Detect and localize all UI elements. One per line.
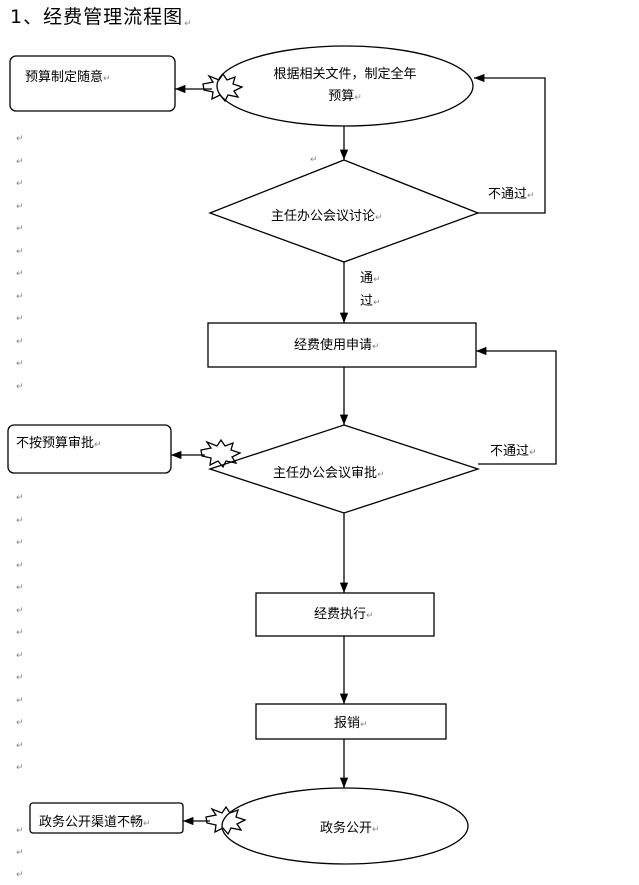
paragraph-mark: ↵: [16, 826, 24, 836]
edge-pass-label: 通↵过↵: [360, 271, 381, 309]
paragraph-mark: ↵: [16, 224, 24, 234]
paragraph-mark: ↵: [16, 202, 24, 212]
paragraph-mark: ↵: [16, 292, 24, 302]
paragraph-mark: ↵: [16, 583, 24, 593]
paragraph-mark: ↵: [16, 493, 24, 503]
risk-box-1: [9, 55, 176, 112]
paragraph-mark: ↵: [16, 359, 24, 369]
risk-3-label: 政务公开渠道不畅↵: [39, 815, 151, 830]
paragraph-mark: ↵: [16, 269, 24, 279]
start-ellipse: [216, 45, 474, 127]
paragraph-mark: ↵: [16, 696, 24, 706]
node-disclose-label: 政务公开↵: [320, 821, 380, 836]
arrow-reject-2: [476, 346, 557, 465]
burst-icon-2: [200, 438, 242, 469]
paragraph-mark: ↵: [16, 848, 24, 858]
paragraph-mark: ↵: [16, 651, 24, 661]
paragraph-mark: ↵: [16, 516, 24, 526]
node-review-label: 主任办公会议讨论↵: [271, 209, 383, 224]
paragraph-mark: ↵: [16, 157, 24, 167]
paragraph-mark: ↵: [16, 382, 24, 392]
arrow-reject-1: [474, 73, 546, 214]
paragraph-mark: ↵: [16, 314, 24, 324]
paragraph-mark: ↵: [16, 606, 24, 616]
paragraph-mark: ↵: [16, 628, 24, 638]
paragraph-mark: ↵: [16, 179, 24, 189]
execute-box: [255, 592, 435, 637]
paragraph-mark: ↵: [16, 538, 24, 548]
burst-icon-3: [205, 805, 247, 836]
node-approve-label: 主任办公会议审批↵: [273, 466, 385, 481]
paragraph-mark: ↵: [16, 763, 24, 773]
paragraph-mark: ↵: [16, 134, 24, 144]
edge-reject-2-label: 不通过↵: [490, 444, 537, 459]
node-execute-label: 经费执行↵: [314, 607, 374, 622]
paragraph-mark: ↵: [16, 673, 24, 683]
paragraph-mark: ↵: [16, 741, 24, 751]
paragraph-mark: ↵: [310, 155, 318, 165]
paragraph-mark: ↵: [16, 337, 24, 347]
burst-icon-1: [202, 72, 244, 103]
paragraph-mark: ↵: [16, 561, 24, 571]
apply-box: [207, 322, 477, 368]
page-title: 1、经费管理流程图↵: [10, 6, 193, 29]
edge-reject-1-label: 不通过↵: [488, 187, 535, 202]
paragraph-mark: ↵: [16, 247, 24, 257]
disclose-ellipse: [221, 787, 469, 865]
risk-2-label: 不按预算审批↵: [16, 436, 102, 451]
paragraph-mark: ↵: [16, 870, 24, 880]
risk-box-2: [7, 424, 172, 474]
risk-1-label: 预算制定随意↵: [25, 70, 111, 85]
node-start-label: 根据相关文件，制定全年预算↵: [273, 67, 417, 104]
paragraph-mark: ↵: [16, 718, 24, 728]
reimburse-box: [255, 703, 447, 740]
node-reimburse-label: 报销↵: [334, 716, 368, 731]
node-apply-label: 经费使用申请↵: [294, 338, 380, 353]
